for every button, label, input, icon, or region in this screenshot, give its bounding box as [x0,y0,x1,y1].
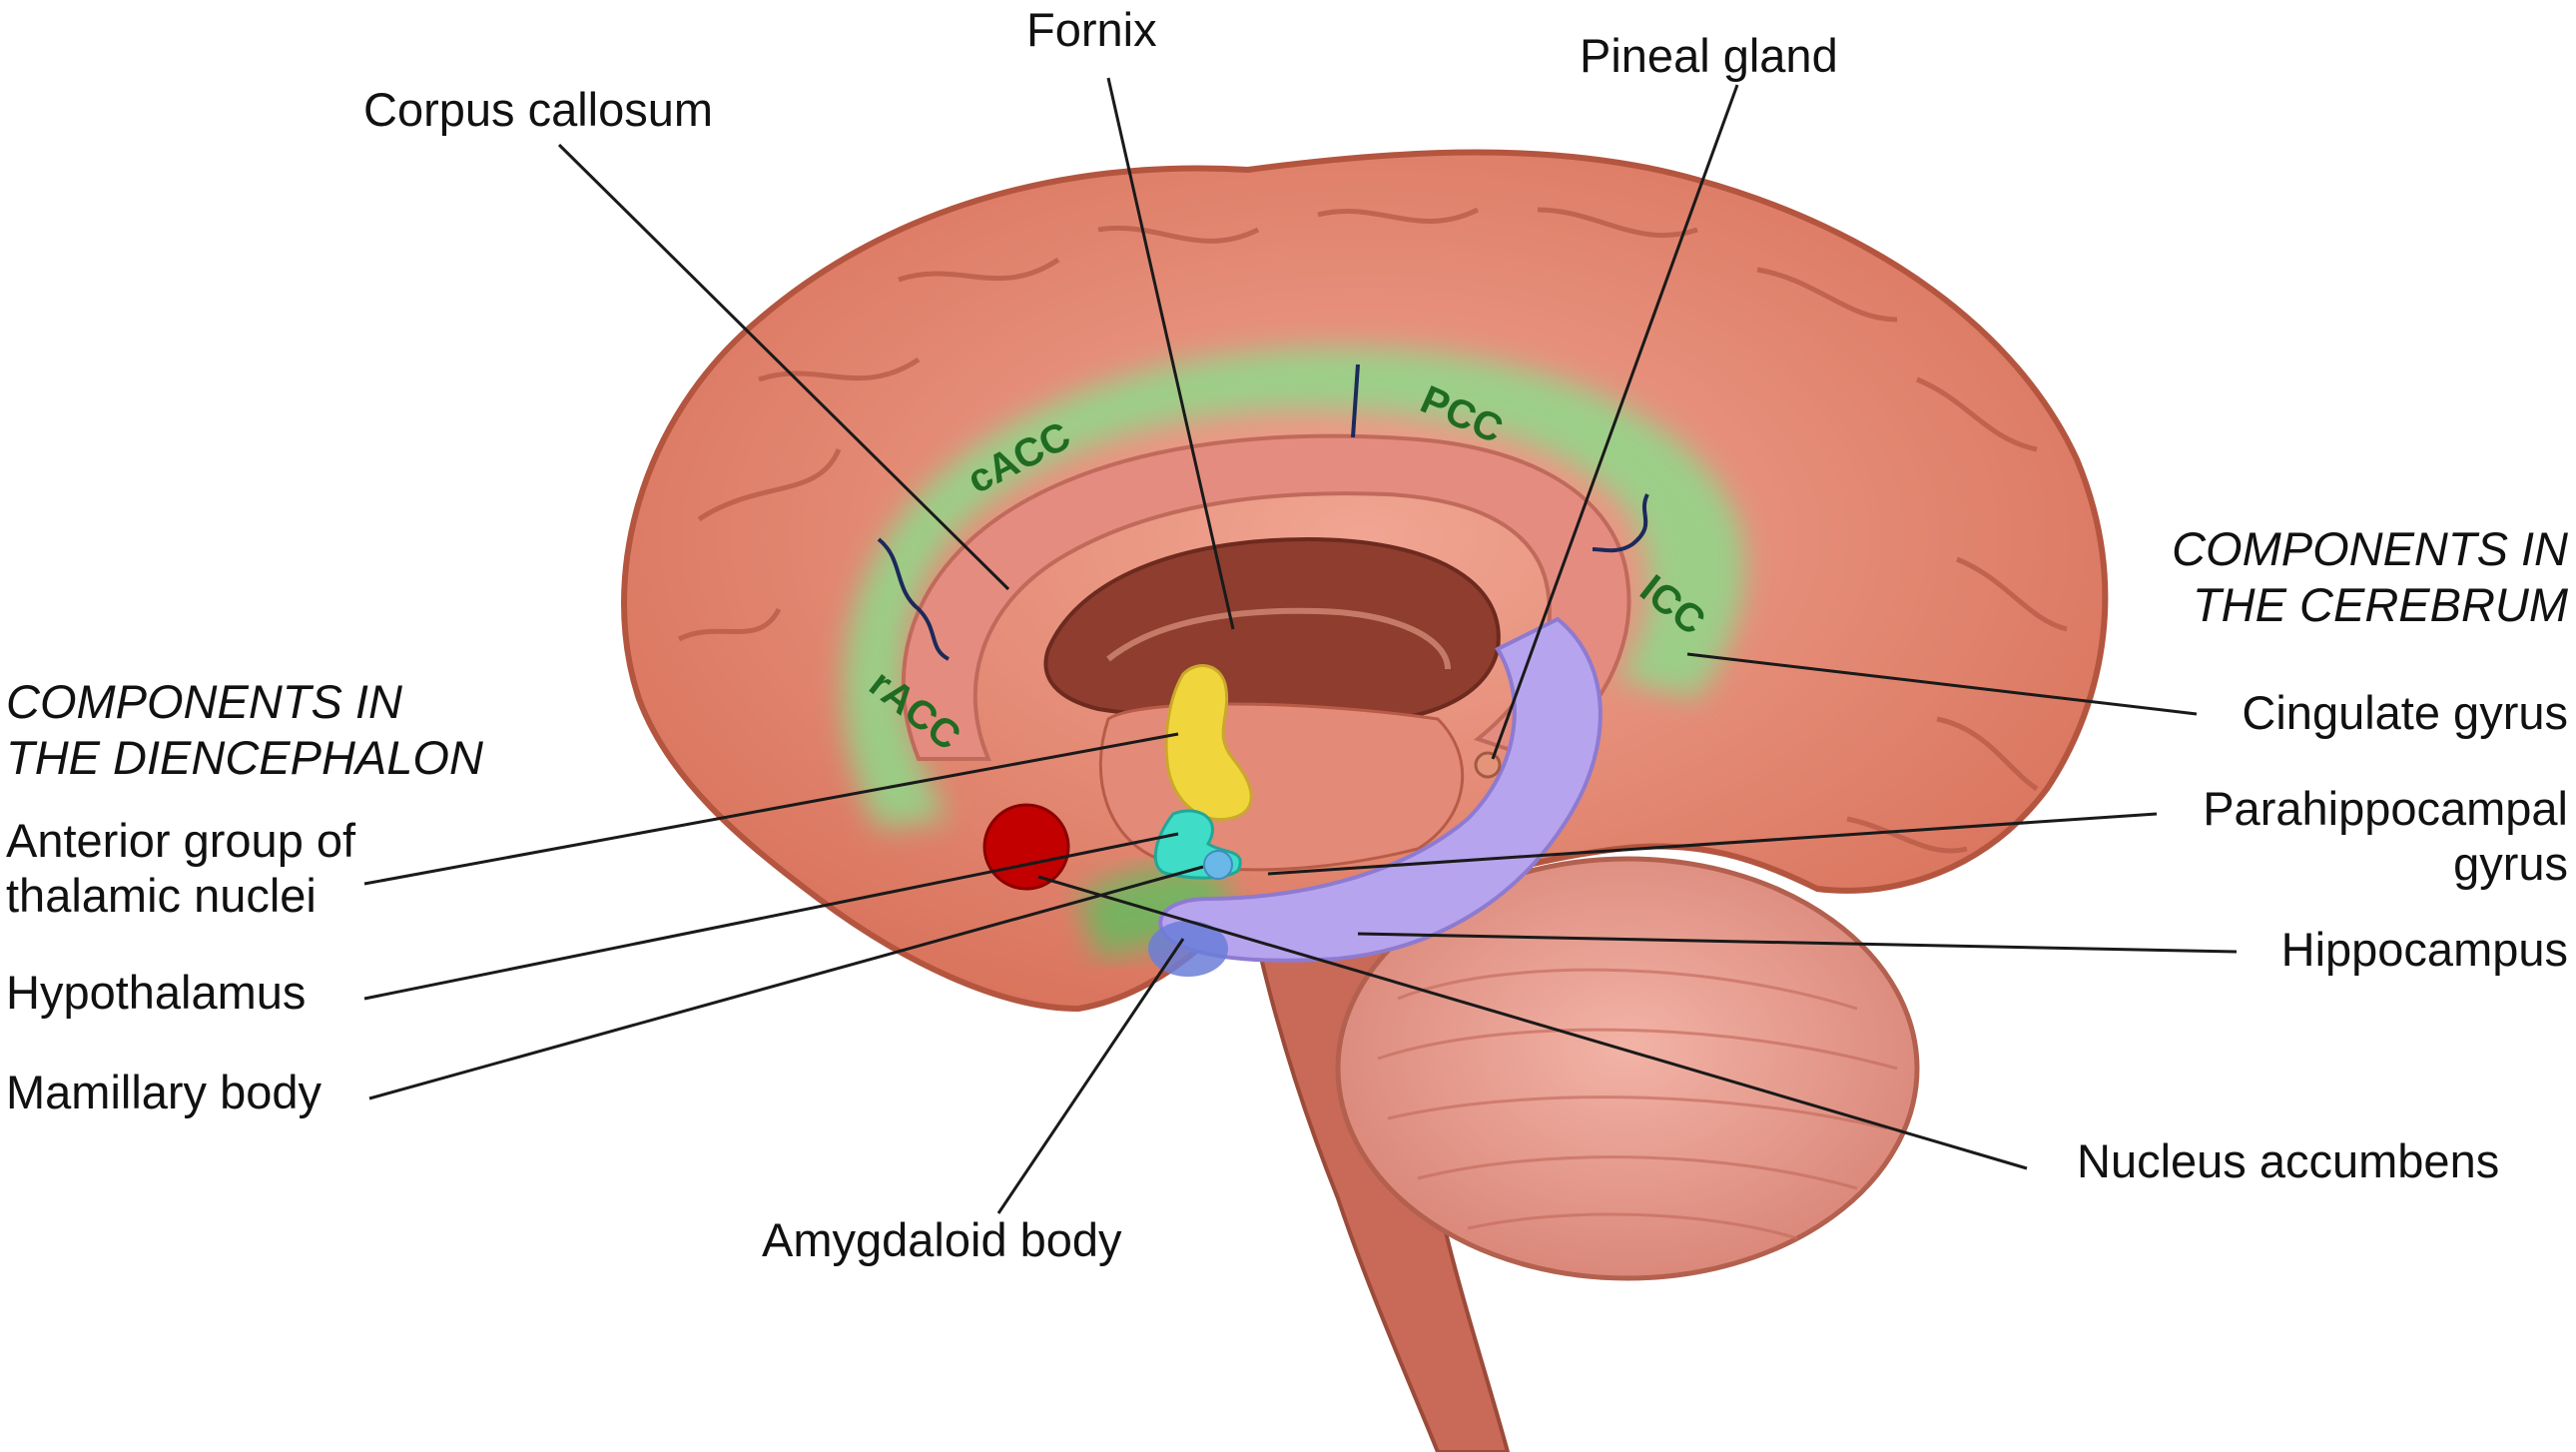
anterior-thalamic-nuclei-shape [1164,664,1253,822]
diencephalon-heading-line2: THE DIENCEPHALON [6,731,483,785]
label-nucleus-accumbens: Nucleus accumbens [2077,1134,2500,1187]
cerebrum-heading: COMPONENTS IN THE CEREBRUM [2172,521,2568,634]
label-hippocampus: Hippocampus [2280,923,2568,976]
leader-pineal-gland [1491,84,1739,760]
nucleus-accumbens-shape [982,803,1070,891]
label-cingulate-gyrus: Cingulate gyrus [2242,686,2568,739]
segment-boundaries [877,363,1649,661]
label-amygdaloid-body: Amygdaloid body [762,1213,1122,1266]
label-corpus-callosum: Corpus callosum [363,83,714,136]
diencephalon-heading: COMPONENTS IN THE DIENCEPHALON [6,674,483,787]
leader-mamillary-body [368,865,1204,1100]
cortex-gyri [677,207,2068,854]
diencephalon-heading-line1: COMPONENTS IN [6,675,402,728]
label-pineal-gland: Pineal gland [1580,29,1838,82]
label-mamillary-body: Mamillary body [6,1066,322,1118]
label-fornix: Fornix [1026,3,1157,56]
label-hypothalamus: Hypothalamus [6,966,307,1019]
leader-anterior-thalamic [363,732,1179,886]
label-parahippocampal-line1: Parahippocampal [2203,782,2568,835]
label-anterior-thalamic-line2: thalamic nuclei [6,869,317,923]
leader-fornix [1106,77,1235,630]
thalamus-region [1043,536,1501,723]
leader-parahippocampal [1267,812,2158,876]
leader-amygdaloid-body [996,938,1185,1214]
mamillary-body-shape [1203,850,1233,880]
leader-lines [363,77,2238,1214]
cerebellum-folia [1377,968,1898,1240]
leader-cingulate-gyrus [1686,652,2198,716]
cerebellum [1335,856,1920,1281]
label-parahippocampal-gyrus: Parahippocampal gyrus [2203,781,2568,892]
label-parahippocampal-line2: gyrus [2453,837,2568,891]
leader-hippocampus [1357,932,2238,954]
label-anterior-thalamic: Anterior group of thalamic nuclei [6,813,355,924]
label-anterior-thalamic-line1: Anterior group of [6,814,356,867]
leader-nucleus-accumbens [1037,875,2028,1170]
pineal-gland-shape [1474,751,1502,779]
leader-corpus-callosum [557,143,1010,591]
leader-hypothalamus [363,832,1179,1001]
cerebrum-heading-line1: COMPONENTS IN [2172,522,2568,575]
cerebrum-heading-line2: THE CEREBRUM [2192,578,2568,632]
